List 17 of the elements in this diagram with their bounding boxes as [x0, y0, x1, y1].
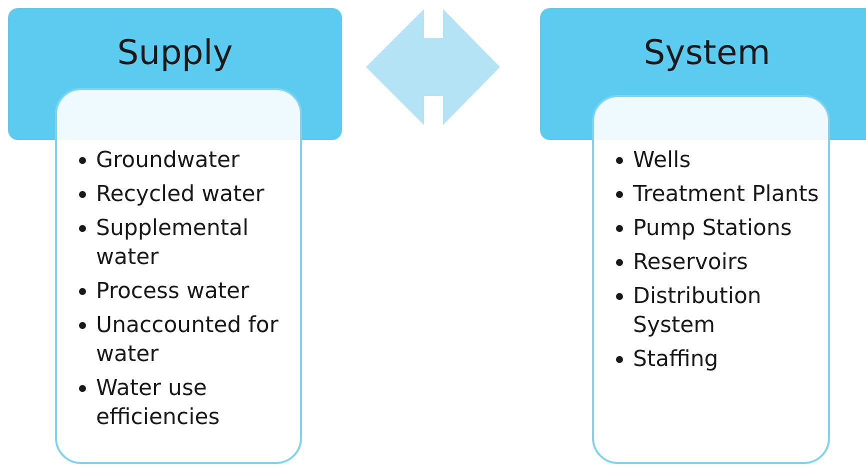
list-item: Staffing — [633, 346, 718, 374]
list-item: Recycled water — [96, 181, 264, 209]
list-item: Distribution System — [633, 283, 762, 340]
list-item: Treatment Plants — [633, 181, 819, 209]
header-title: System — [644, 33, 770, 73]
list-item: Unaccounted for water — [96, 312, 280, 369]
list-item: Water use efficiencies — [96, 375, 221, 432]
header-title: Supply — [117, 33, 233, 73]
list-item: Groundwater — [96, 147, 240, 175]
list-item: Pump Stations — [633, 215, 792, 243]
list-item: Wells — [633, 147, 691, 175]
list-card — [55, 88, 302, 464]
list-item: Reservoirs — [633, 249, 748, 277]
list-item: Process water — [96, 278, 250, 306]
list-item: Supplemental water — [96, 215, 250, 272]
double-arrow — [366, 9, 500, 125]
list-card — [592, 95, 830, 464]
